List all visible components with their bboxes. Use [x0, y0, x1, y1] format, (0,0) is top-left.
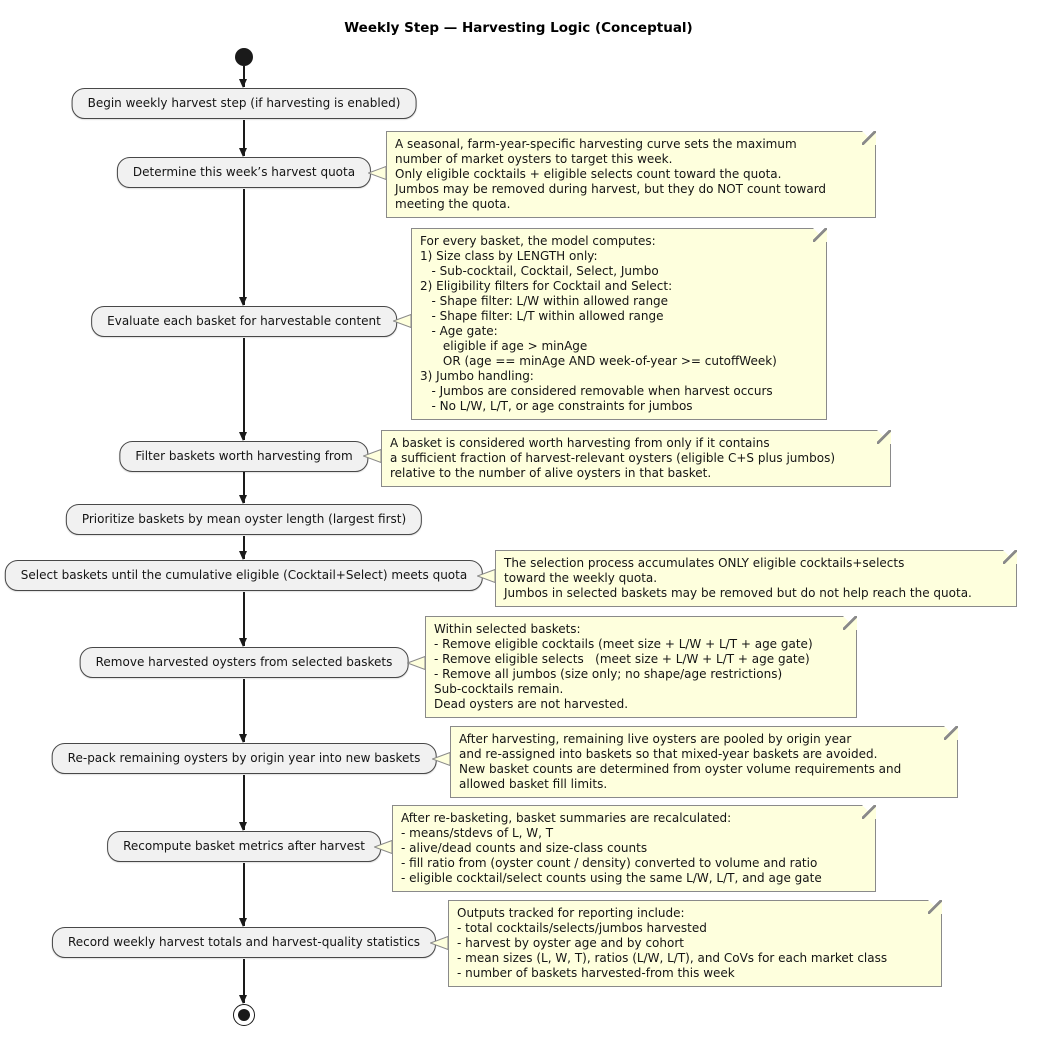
note-connector: [432, 752, 451, 766]
flow-arrow: [240, 536, 247, 560]
flow-arrow: [240, 120, 247, 157]
flow-arrow: [240, 189, 247, 306]
start-node-icon: [235, 48, 253, 66]
activity-filter-baskets: Filter baskets worth harvesting from: [119, 441, 369, 472]
flow-arrow: [240, 959, 247, 1004]
activity-recompute-metrics: Recompute basket metrics after harvest: [107, 831, 381, 862]
note-reporting-outputs: Outputs tracked for reporting include: -…: [448, 900, 942, 987]
activity-record-totals: Record weekly harvest totals and harvest…: [51, 927, 437, 958]
note-connector: [374, 840, 393, 854]
note-recompute-metrics: After re-basketing, basket summaries are…: [392, 805, 876, 892]
end-node-icon: [233, 1004, 255, 1026]
activity-determine-quota: Determine this week’s harvest quota: [116, 157, 372, 188]
diagram-title: Weekly Step — Harvesting Logic (Conceptu…: [344, 20, 693, 36]
note-connector: [363, 449, 382, 463]
note-connector: [368, 166, 387, 180]
flow-arrow: [240, 472, 247, 504]
activity-select-baskets: Select baskets until the cumulative elig…: [4, 560, 484, 591]
note-connector: [407, 656, 426, 670]
activity-remove-oysters: Remove harvested oysters from selected b…: [79, 647, 409, 678]
note-basket-evaluation: For every basket, the model computes: 1)…: [411, 228, 827, 420]
note-quota-rules: A seasonal, farm-year-specific harvestin…: [386, 131, 876, 218]
activity-repack-oysters: Re-pack remaining oysters by origin year…: [51, 743, 437, 774]
flow-arrow: [240, 863, 247, 927]
flow-arrow: [240, 775, 247, 831]
flow-arrow: [240, 338, 247, 441]
note-selection-process: The selection process accumulates ONLY e…: [495, 550, 1017, 607]
note-connector: [430, 936, 449, 950]
note-connector: [477, 569, 496, 583]
note-worth-harvesting: A basket is considered worth harvesting …: [381, 430, 891, 487]
activity-begin-weekly-harvest: Begin weekly harvest step (if harvesting…: [71, 88, 417, 119]
flow-arrow: [240, 592, 247, 647]
note-connector: [393, 314, 412, 328]
note-removal-rules: Within selected baskets: - Remove eligib…: [425, 616, 857, 718]
flow-arrow: [240, 679, 247, 743]
note-repacking: After harvesting, remaining live oysters…: [450, 726, 958, 798]
flow-arrow: [240, 66, 247, 88]
activity-prioritize-baskets: Prioritize baskets by mean oyster length…: [65, 504, 423, 535]
activity-evaluate-baskets: Evaluate each basket for harvestable con…: [91, 306, 397, 337]
